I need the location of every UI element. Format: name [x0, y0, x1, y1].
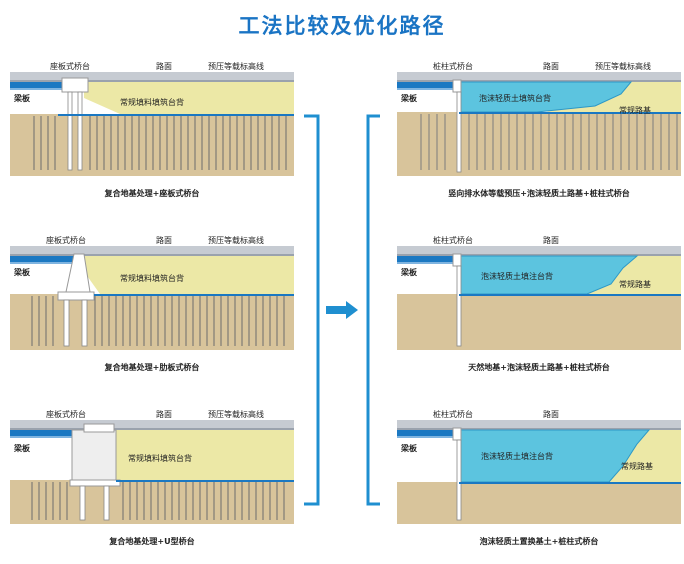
right-panel-3-diagram: [397, 410, 681, 524]
fill-label: 常规填料填筑台背: [128, 454, 192, 463]
beam-slab-label: 梁板: [14, 444, 30, 453]
abutment-label: 桩柱式桥台: [433, 62, 473, 71]
subgrade-label: 常规路基: [621, 462, 653, 471]
subgrade-label: 常规路基: [619, 106, 651, 115]
beam-slab-label: 梁板: [14, 94, 30, 103]
right-caption-3: 泡沫轻质土置换基土+桩柱式桥台: [479, 537, 599, 546]
foam-fill-label: 泡沫轻质土填筑台背: [479, 94, 551, 103]
right-panel-2-diagram: [397, 236, 681, 350]
beam-slab-label: 梁板: [401, 444, 417, 453]
preload-line-label: 预压等载标高线: [595, 62, 651, 71]
abutment-label: 座板式桥台: [46, 236, 86, 245]
road-surface-label: 路面: [156, 62, 172, 71]
right-panel-3: 桩柱式桥台 路面 梁板 泡沫轻质土填注台背 常规路基: [397, 410, 681, 524]
left-caption-1: 复合地基处理+座板式桥台: [104, 189, 200, 198]
page-title: 工法比较及优化路径: [238, 14, 446, 38]
road-surface-label: 路面: [543, 62, 559, 71]
left-panel-2-diagram: [10, 236, 294, 350]
beam-slab-label: 梁板: [14, 268, 30, 277]
beam-slab-label: 梁板: [401, 268, 417, 277]
fill-label: 常规填料填筑台背: [120, 274, 184, 283]
abutment-label: 座板式桥台: [50, 62, 90, 71]
preload-line-label: 预压等载标高线: [208, 62, 264, 71]
fill-label: 常规填料填筑台背: [120, 98, 184, 107]
left-caption-3: 复合地基处理+U型桥台: [109, 537, 195, 546]
left-bracket: [304, 114, 320, 506]
abutment-label: 桩柱式桥台: [433, 410, 473, 419]
left-panel-1: 座板式桥台 路面 预压等载标高线 梁板 常规填料填筑台背: [10, 62, 294, 176]
left-panel-3-diagram: [10, 410, 294, 524]
preload-line-label: 预压等载标高线: [208, 236, 264, 245]
connector-graphic: [304, 114, 380, 506]
right-bracket: [366, 114, 380, 506]
abutment-label: 桩柱式桥台: [433, 236, 473, 245]
left-panel-3: 座板式桥台 路面 预压等载标高线 梁板 常规填料填筑台背: [10, 410, 294, 524]
road-surface-label: 路面: [156, 236, 172, 245]
road-surface-label: 路面: [543, 410, 559, 419]
right-panel-1: 桩柱式桥台 路面 预压等载标高线 梁板 泡沫轻质土填筑台背 常规路基: [397, 62, 681, 176]
preload-line-label: 预压等载标高线: [208, 410, 264, 419]
left-caption-2: 复合地基处理+肋板式桥台: [104, 363, 200, 372]
right-panel-2: 桩柱式桥台 路面 梁板 泡沫轻质土填注台背 常规路基: [397, 236, 681, 350]
road-surface-label: 路面: [543, 236, 559, 245]
foam-fill-label: 泡沫轻质土填注台背: [481, 272, 553, 281]
arrow-right-icon: [326, 301, 358, 319]
foam-fill-label: 泡沫轻质土填注台背: [481, 452, 553, 461]
right-panel-1-diagram: [397, 62, 681, 176]
beam-slab-label: 梁板: [401, 94, 417, 103]
left-panel-2: 座板式桥台 路面 预压等载标高线 梁板 常规填料填筑台背: [10, 236, 294, 350]
abutment-label: 座板式桥台: [46, 410, 86, 419]
left-panel-1-diagram: [10, 62, 294, 176]
road-surface-label: 路面: [156, 410, 172, 419]
right-caption-2: 天然地基+泡沫轻质土路基+桩柱式桥台: [468, 363, 610, 372]
right-caption-1: 竖向排水体等载预压+泡沫轻质土路基+桩柱式桥台: [448, 189, 630, 198]
subgrade-label: 常规路基: [619, 280, 651, 289]
